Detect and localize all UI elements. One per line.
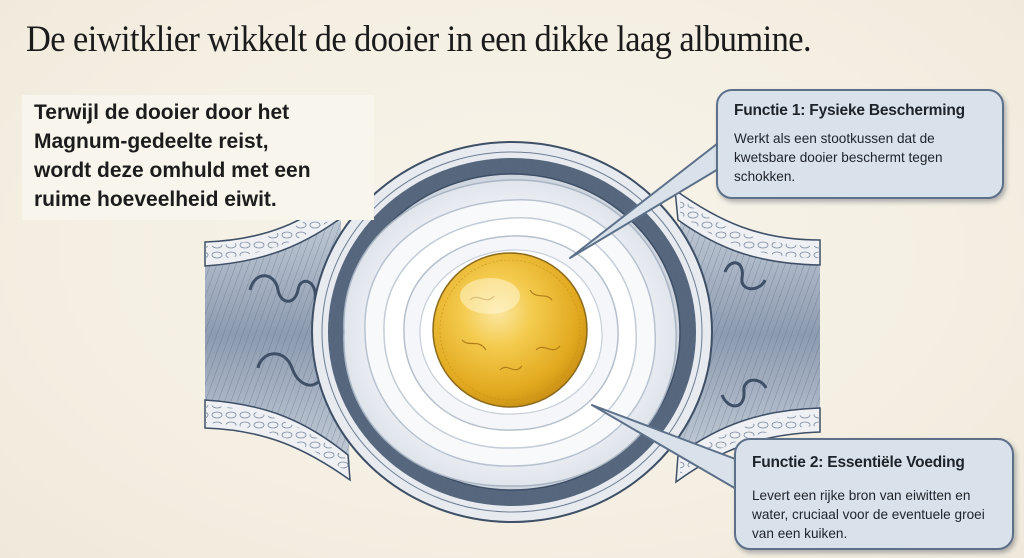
- callout-1-title: Functie 1: Fysieke Bescherming: [734, 102, 965, 119]
- intro-text: Terwijl de dooier door het Magnum-gedeel…: [22, 95, 374, 220]
- callout-2-text: Levert een rijke bron van eiwitten en wa…: [752, 488, 985, 541]
- intro-line-4: ruime hoeveelheid eiwit.: [34, 188, 277, 211]
- callout-physical-protection: Functie 1: Fysieke Bescherming Werkt als…: [716, 89, 1004, 199]
- callout-essential-nutrition: Functie 2: Essentiële Voeding Levert een…: [734, 438, 1014, 550]
- oviduct-right: [674, 188, 821, 484]
- oviduct-left: [204, 188, 351, 482]
- yolk: [432, 252, 588, 408]
- intro-line-2: Magnum-gedeelte reist,: [34, 130, 269, 153]
- intro-line-3: wordt deze omhuld met een: [34, 159, 311, 182]
- callout-2-title: Functie 2: Essentiële Voeding: [752, 454, 965, 471]
- intro-line-1: Terwijl de dooier door het: [34, 101, 290, 124]
- page-title: De eiwitklier wikkelt de dooier in een d…: [26, 19, 812, 60]
- callout-1-text: Werkt als een stootkussen dat de kwetsba…: [734, 131, 943, 184]
